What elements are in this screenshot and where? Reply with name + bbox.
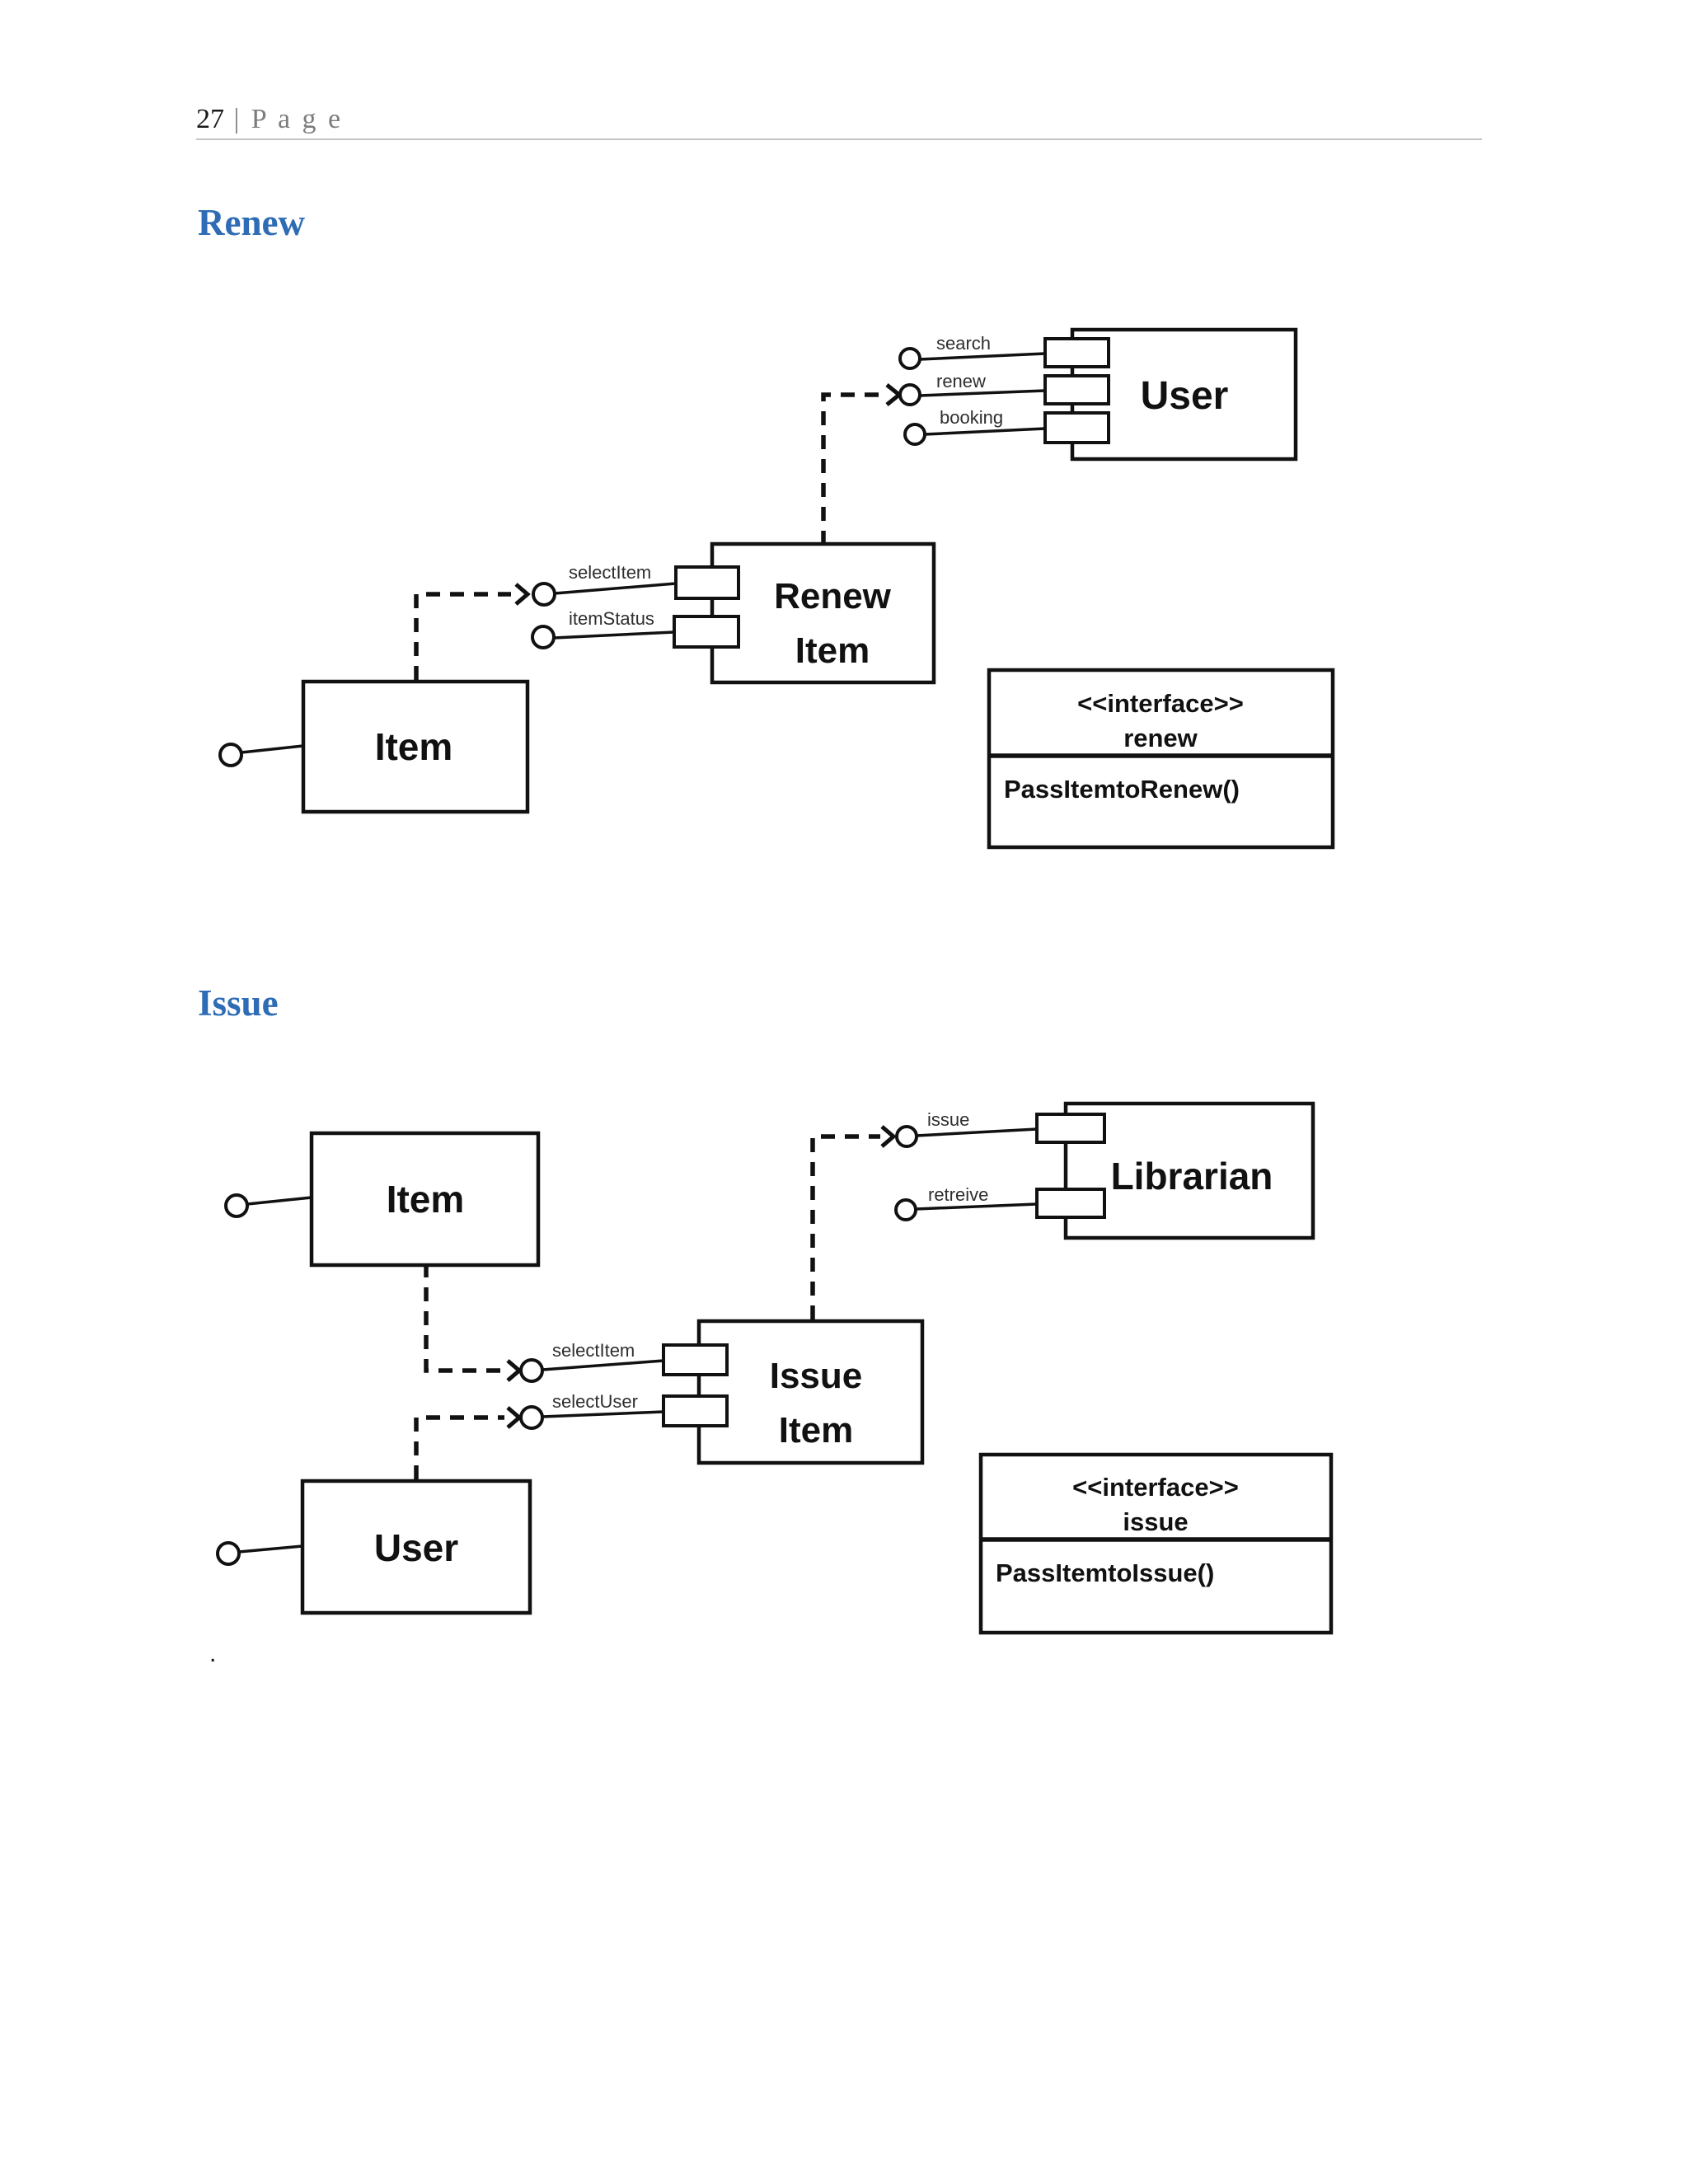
issue-interface-operation: PassItemtoIssue() — [996, 1558, 1214, 1587]
librarian-port-issue — [1035, 1113, 1106, 1144]
issue-item-dependency-connector — [424, 1263, 504, 1373]
librarian-port-retreive — [1035, 1188, 1106, 1219]
issue-item-port-selectitem — [662, 1343, 729, 1376]
user-port-booking — [1043, 411, 1110, 444]
search-lollipop-icon — [898, 347, 921, 370]
user-port-renew — [1043, 374, 1110, 405]
issue-user-dependency-connector — [414, 1415, 504, 1479]
select-item-lollipop-icon — [532, 582, 556, 607]
issue-dependency-connector — [810, 1134, 880, 1319]
issue-item-port-selectuser — [662, 1394, 729, 1427]
renew-component-diagram: User search renew booking Renew Item sel… — [218, 327, 1335, 850]
user-component-label: User — [1141, 374, 1229, 418]
issue-dependency-arrowhead-icon — [880, 1125, 897, 1148]
issue-interface-stereotype: <<interface>> — [1072, 1473, 1239, 1502]
retreive-lollipop-icon — [894, 1198, 917, 1221]
librarian-component-box — [1063, 1101, 1315, 1240]
issue-diagram-item-component-box — [309, 1131, 541, 1268]
renew-interface-operation: PassItemtoRenew() — [1004, 775, 1240, 804]
renew-lollipop-icon — [898, 383, 921, 406]
user-port-search — [1043, 337, 1110, 368]
page-header: 27 | P a g e — [196, 104, 343, 135]
item-status-interface-label: itemStatus — [569, 608, 654, 629]
renew-interface-line — [919, 389, 1046, 397]
issue-item-dependency-arrowhead-icon — [506, 1359, 523, 1382]
renew-interface-label: renew — [936, 371, 986, 391]
item-component-label: Item — [375, 725, 453, 768]
retreive-interface-label: retreive — [928, 1184, 988, 1205]
renew-item-label-line1: Renew — [774, 576, 892, 616]
issue-interface-label: issue — [927, 1109, 969, 1130]
renew-section-heading: Renew — [198, 202, 305, 243]
item-lollipop-icon — [218, 743, 243, 767]
stray-period-mark: . — [209, 1640, 217, 1667]
item-dependency-connector — [414, 592, 511, 680]
issue-user-lollipop-line — [238, 1544, 303, 1554]
header-divider — [196, 138, 1482, 140]
item-lollipop-line — [241, 744, 304, 754]
item-status-lollipop-icon — [531, 625, 556, 649]
issue-diagram-item-label: Item — [387, 1178, 465, 1221]
booking-interface-line — [924, 427, 1046, 436]
renew-dependency-connector — [821, 392, 887, 545]
issue-select-user-interface-label: selectUser — [552, 1391, 638, 1412]
issue-diagram-user-component-box — [300, 1479, 532, 1615]
item-component-box — [301, 679, 530, 814]
issue-select-user-lollipop-icon — [519, 1405, 544, 1430]
renew-item-port-selectitem — [674, 565, 740, 600]
renew-interface-stereotype: <<interface>> — [1077, 689, 1244, 718]
issue-select-item-interface-line — [542, 1359, 664, 1371]
booking-interface-label: booking — [940, 407, 1003, 428]
issue-diagram-user-lollipop-icon — [216, 1541, 241, 1566]
search-interface-label: search — [936, 333, 991, 354]
issue-diagram-user-label: User — [374, 1526, 458, 1569]
issue-interface-line — [916, 1127, 1038, 1137]
item-dependency-arrowhead-icon — [514, 583, 531, 606]
librarian-component-label: Librarian — [1111, 1155, 1273, 1197]
issue-interface-name: issue — [1123, 1507, 1188, 1536]
issue-section-heading: Issue — [198, 982, 279, 1024]
issue-interface-class-box — [978, 1452, 1334, 1635]
issue-item-label-line1: Issue — [770, 1356, 863, 1396]
issue-lollipop-icon — [895, 1125, 918, 1148]
renew-item-port-itemstatus — [673, 615, 740, 649]
renew-dependency-arrowhead-icon — [885, 383, 903, 406]
issue-select-item-interface-label: selectItem — [552, 1340, 635, 1361]
page-header-suffix: | P a g e — [224, 104, 344, 134]
renew-interface-name: renew — [1123, 724, 1198, 752]
search-interface-line — [919, 352, 1046, 361]
issue-diagram-item-lollipop-icon — [224, 1193, 249, 1218]
renew-item-label-line2: Item — [795, 630, 870, 671]
issue-item-label-line2: Item — [779, 1410, 853, 1451]
issue-item-component-box — [696, 1319, 925, 1465]
renew-item-component-box — [710, 541, 936, 685]
renew-interface-class-box — [987, 668, 1335, 850]
select-item-interface-line — [554, 582, 677, 595]
page-number: 27 — [196, 104, 224, 134]
issue-component-diagram: Item Librarian issue retreive Issue Item — [216, 1101, 1334, 1635]
booking-lollipop-icon — [903, 423, 926, 446]
select-item-interface-label: selectItem — [569, 562, 651, 583]
issue-user-dependency-arrowhead-icon — [506, 1406, 523, 1429]
issue-item-lollipop-line — [246, 1196, 312, 1206]
issue-select-item-lollipop-icon — [519, 1358, 544, 1383]
issue-select-user-interface-line — [542, 1410, 664, 1418]
retreive-interface-line — [915, 1202, 1038, 1211]
item-status-interface-line — [553, 630, 675, 640]
